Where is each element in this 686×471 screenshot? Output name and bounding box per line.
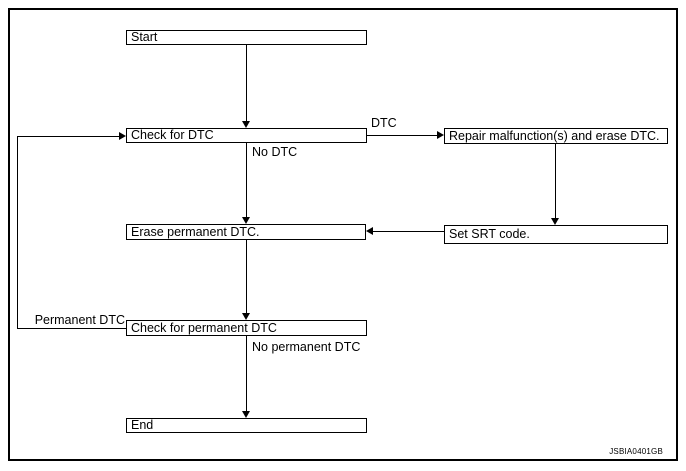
edge-check-dtc-to-repair [367, 135, 437, 136]
edge-label-dtc: DTC [371, 116, 397, 130]
edge-erase-permanent-to-check-permanent [246, 240, 247, 313]
edge-set-srt-to-erase-permanent [373, 231, 444, 232]
node-end: End [126, 418, 367, 433]
arrowhead-down-icon [242, 217, 250, 224]
edge-check-permanent-to-end [246, 336, 247, 411]
edge-check-dtc-to-erase-permanent [246, 143, 247, 217]
arrowhead-right-icon [119, 132, 126, 140]
figure-code-watermark: JSBIA0401GB [609, 447, 663, 456]
edge-repair-to-set-srt [555, 144, 556, 218]
node-check-for-dtc: Check for DTC [126, 128, 367, 143]
node-set-srt-code: Set SRT code. [444, 225, 668, 244]
diagram-frame [8, 8, 678, 461]
node-repair-and-erase-dtc: Repair malfunction(s) and erase DTC. [444, 128, 668, 144]
node-erase-permanent-dtc: Erase permanent DTC. [126, 224, 366, 240]
edge-label-no-permanent-dtc: No permanent DTC [252, 340, 361, 354]
node-check-for-permanent-dtc: Check for permanent DTC [126, 320, 367, 336]
arrowhead-down-icon [242, 411, 250, 418]
arrowhead-right-icon [437, 131, 444, 139]
edge-loop-bottom-segment [17, 328, 126, 329]
node-start: Start [126, 30, 367, 45]
arrowhead-left-icon [366, 227, 373, 235]
edge-loop-vertical-segment [17, 136, 18, 329]
arrowhead-down-icon [551, 218, 559, 225]
edge-label-permanent-dtc: Permanent DTC [34, 313, 125, 327]
edge-loop-top-segment [17, 136, 119, 137]
edge-start-to-check-dtc [246, 45, 247, 121]
edge-label-no-dtc: No DTC [252, 145, 298, 159]
arrowhead-down-icon [242, 313, 250, 320]
arrowhead-down-icon [242, 121, 250, 128]
